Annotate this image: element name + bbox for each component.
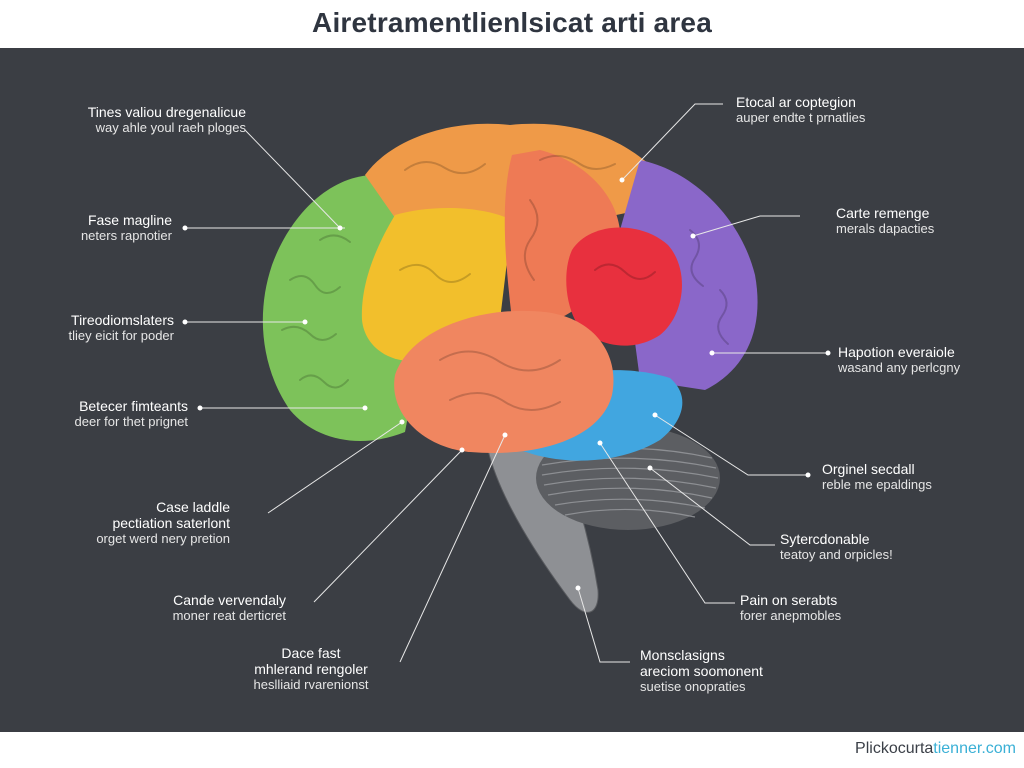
label-right-5: Sytercdonable teatoy and orpicles! bbox=[780, 531, 893, 562]
label-right-1: Etocal ar coptegion auper endte t prnatl… bbox=[736, 94, 866, 125]
label-left-5: Case laddle pectiation saterlont orget w… bbox=[96, 499, 230, 546]
label-left-2: Fase magline neters rapnotier bbox=[80, 212, 172, 243]
label-right-6: Pain on serabts forer anepmobles bbox=[740, 592, 842, 623]
footer-bar: Plickocurtatienner.com bbox=[0, 732, 1024, 768]
watermark: Plickocurtatienner.com bbox=[855, 740, 1016, 757]
leader-lines bbox=[185, 103, 828, 663]
label-left-7: Dace fast mhlerand rengoler heslliaid rv… bbox=[253, 645, 369, 692]
leader-dots bbox=[182, 177, 831, 591]
lobe-temporal bbox=[394, 310, 614, 453]
label-left-4: Betecer fimteants deer for thet prignet bbox=[74, 398, 188, 429]
label-left-6: Cande vervendaly moner reat derticret bbox=[172, 592, 286, 623]
page-title: Airetramentlienlsicat arti area bbox=[312, 7, 712, 38]
label-left-1: Tines valiou dregenalicue way ahle youl … bbox=[87, 104, 246, 135]
label-right-3: Hapotion everaiole wasand any perlcgny bbox=[838, 344, 961, 375]
label-right-7: Monsclasigns areciom soomonent suetise o… bbox=[640, 647, 763, 694]
lobe-red bbox=[566, 227, 682, 346]
label-left-3: Tireodiomslaters tliey eicit for poder bbox=[68, 312, 175, 343]
label-right-2: Carte remenge merals dapacties bbox=[836, 205, 935, 236]
label-right-4: Orginel secdall reble me epaldings bbox=[822, 461, 932, 492]
